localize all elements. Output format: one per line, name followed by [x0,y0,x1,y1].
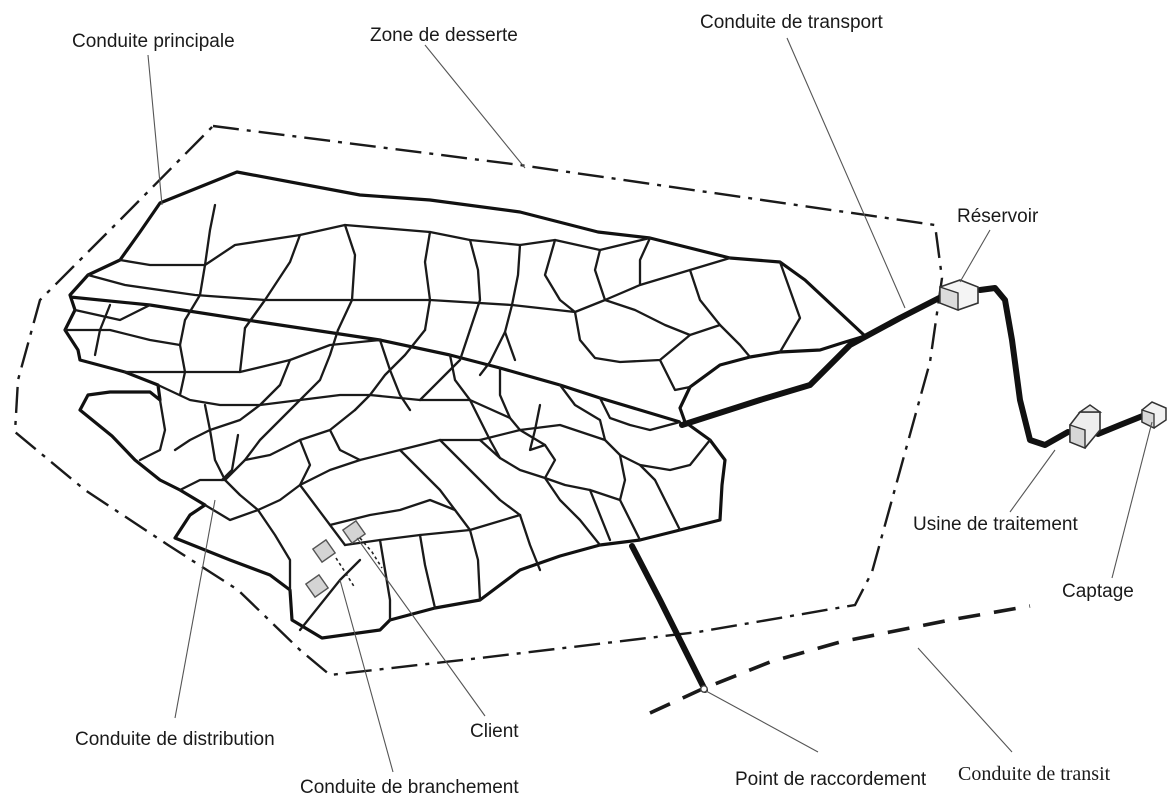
branchement-pipe-2 [359,537,383,569]
transit-pipe [649,604,1031,715]
connection-pipe [629,543,708,693]
treatment-plant-icon [1069,404,1103,450]
label-conduite-de-distribution: Conduite de distribution [75,729,275,750]
label-point-de-raccordement: Point de raccordement [735,769,927,790]
transport-pipe [679,292,948,428]
plant-to-captage-pipe [1095,412,1148,437]
main-pipe [69,295,681,424]
captage-icon [1141,401,1167,430]
client-buildings [304,519,367,599]
distribution-streets [63,203,802,632]
label-conduite-de-transit: Conduite de transit [958,763,1111,785]
connection-point-marker [700,685,708,693]
reservoir-icon [939,279,979,312]
leader-lines [147,37,1153,773]
label-client: Client [470,721,519,742]
service-zone-boundary [13,124,944,677]
reservoir-to-plant-pipe [977,285,1071,448]
label-usine-de-traitement: Usine de traitement [913,514,1078,535]
label-captage: Captage [1062,581,1134,602]
label-zone-de-desserte: Zone de desserte [370,25,518,46]
label-reservoir: Réservoir [957,206,1039,227]
label-conduite-de-branchement: Conduite de branchement [300,777,519,798]
label-conduite-principale: Conduite principale [72,31,235,52]
label-conduite-de-transport: Conduite de transport [700,12,883,33]
